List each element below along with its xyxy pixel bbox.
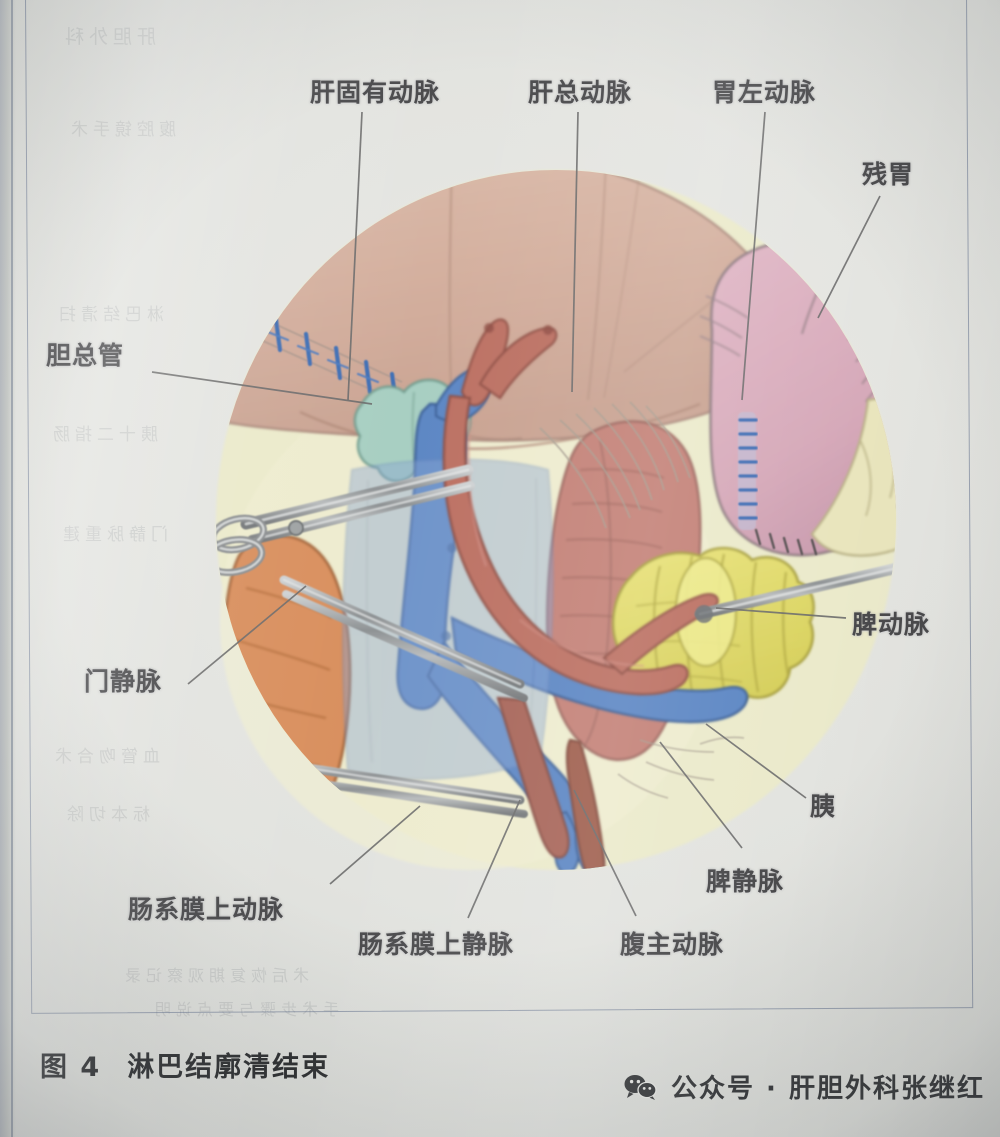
leader-left-gastric-artery [741, 111, 766, 401]
label-leader-lines [151, 111, 881, 919]
label-left-gastric-artery: 胃左动脉 [712, 78, 817, 107]
leader-pancreas [705, 723, 807, 799]
label-common-hepatic-artery: 肝总动脉 [528, 78, 633, 107]
stomach-staple-line [738, 412, 758, 530]
stomach-inferior-staples [754, 528, 818, 556]
label-proper-hepatic-artery: 肝固有动脉 [310, 78, 441, 107]
label-splenic-artery: 脾动脉 [852, 610, 931, 639]
retractor-mid [279, 575, 528, 702]
arterial-tree [442, 318, 719, 870]
dissected-tissue-strands [539, 401, 691, 529]
label-portal-vein: 门静脉 [84, 667, 163, 696]
wechat-icon [624, 1074, 658, 1100]
dissector-right [694, 560, 896, 623]
figure-title: 淋巴结廓清结束 [127, 1052, 331, 1083]
label-pancreas: 胰 [810, 792, 837, 821]
leader-superior-mesenteric-artery [329, 805, 421, 885]
leader-common-bile-duct [151, 371, 373, 405]
watermark-text: 公众号 · 肝胆外科张继红 [671, 1074, 985, 1104]
figure-number: 图 4 [40, 1052, 102, 1083]
leader-proper-hepatic-artery [347, 111, 363, 401]
leader-splenic-vein [659, 741, 743, 849]
anatomical-illustration [151, 111, 896, 919]
leader-remnant-stomach [817, 195, 881, 319]
peritoneal-wisps [617, 736, 745, 799]
retractor-upper [216, 464, 475, 576]
label-splenic-vein: 脾静脉 [706, 867, 785, 896]
leader-splenic-artery [715, 607, 847, 619]
remnant-stomach-organ [699, 238, 896, 557]
label-abdominal-aorta: 腹主动脉 [620, 930, 725, 959]
label-superior-mesenteric-artery: 肠系膜上动脉 [128, 895, 285, 924]
account-watermark: 公众号 · 肝胆外科张继红 [624, 1068, 985, 1105]
leader-abdominal-aorta [573, 789, 637, 917]
label-remnant-stomach: 残胃 [862, 160, 915, 189]
leader-superior-mesenteric-vein [467, 799, 521, 919]
liver-organ [216, 170, 791, 450]
figure-caption: 图 4 淋巴结廓清结束 [40, 1045, 330, 1084]
leader-portal-vein [187, 585, 307, 685]
leader-common-hepatic-artery [571, 111, 579, 393]
label-superior-mesenteric-vein: 肠系膜上静脉 [358, 930, 515, 959]
label-common-bile-duct: 胆总管 [46, 341, 125, 370]
